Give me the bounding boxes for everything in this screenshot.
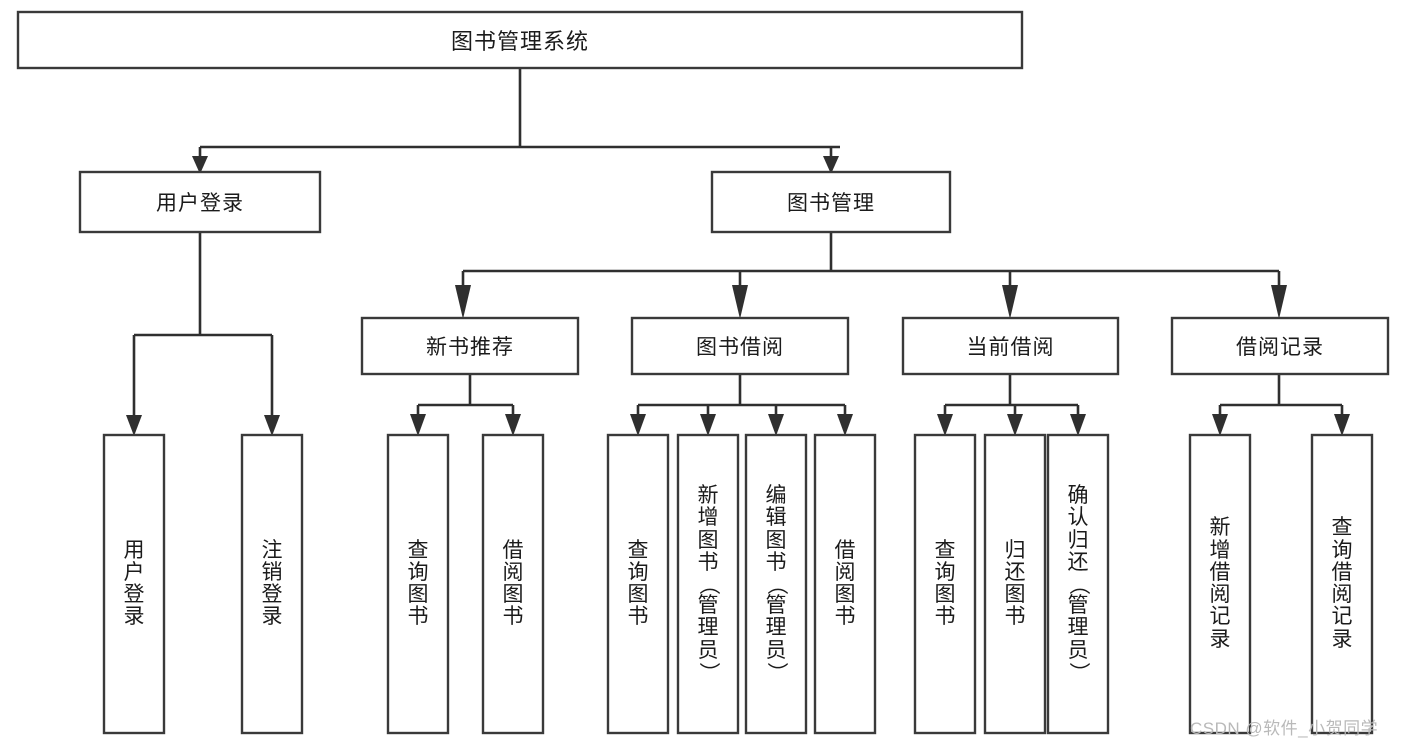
leaf-box-logout[interactable] <box>240 433 304 735</box>
arrow-book-manage <box>823 156 839 174</box>
arrow-borrow-2 <box>700 414 716 436</box>
connector-layer <box>126 68 1350 436</box>
leaf-box-recommend-query-book[interactable] <box>386 433 450 735</box>
arrow-recommend-2 <box>505 414 521 436</box>
box-layer <box>16 10 1390 735</box>
arrow-current-1 <box>937 414 953 436</box>
node-box-book-borrow[interactable] <box>630 316 850 376</box>
arrow-record-2 <box>1334 414 1350 436</box>
node-box-borrow-record[interactable] <box>1170 316 1390 376</box>
arrow-level2-2 <box>732 285 748 319</box>
node-box-user-login[interactable] <box>78 170 322 234</box>
leaf-box-user-login[interactable] <box>102 433 166 735</box>
arrow-user-login <box>192 156 208 174</box>
arrow-borrow-4 <box>837 414 853 436</box>
leaf-box-borrow-add-book[interactable] <box>676 433 740 735</box>
arrow-record-1 <box>1212 414 1228 436</box>
arrow-leaf-logout <box>264 415 280 436</box>
node-box-book-manage[interactable] <box>710 170 952 234</box>
leaf-box-record-query[interactable] <box>1310 433 1374 735</box>
node-box-new-book-recommend[interactable] <box>360 316 580 376</box>
leaf-box-current-query-book[interactable] <box>913 433 977 735</box>
watermark: CSDN @软件_小贺同学 <box>1190 719 1379 738</box>
arrow-level2-1 <box>455 285 471 319</box>
leaf-box-current-confirm-return[interactable] <box>1046 433 1110 735</box>
leaf-box-borrow-query-book[interactable] <box>606 433 670 735</box>
arrow-borrow-3 <box>768 414 784 436</box>
arrow-level2-4 <box>1271 285 1287 319</box>
arrow-recommend-1 <box>410 414 426 436</box>
leaf-box-current-return-book[interactable] <box>983 433 1047 735</box>
leaf-box-borrow-edit-book[interactable] <box>744 433 808 735</box>
leaf-box-borrow-borrow-book[interactable] <box>813 433 877 735</box>
arrow-borrow-1 <box>630 414 646 436</box>
leaf-box-record-add[interactable] <box>1188 433 1252 735</box>
arrow-level2-3 <box>1002 285 1018 319</box>
node-box-root[interactable] <box>16 10 1024 70</box>
node-box-current-borrow[interactable] <box>901 316 1120 376</box>
arrow-current-2 <box>1007 414 1023 436</box>
arrow-current-3 <box>1070 414 1086 436</box>
arrow-leaf-user-login <box>126 415 142 436</box>
leaf-box-recommend-borrow-book[interactable] <box>481 433 545 735</box>
